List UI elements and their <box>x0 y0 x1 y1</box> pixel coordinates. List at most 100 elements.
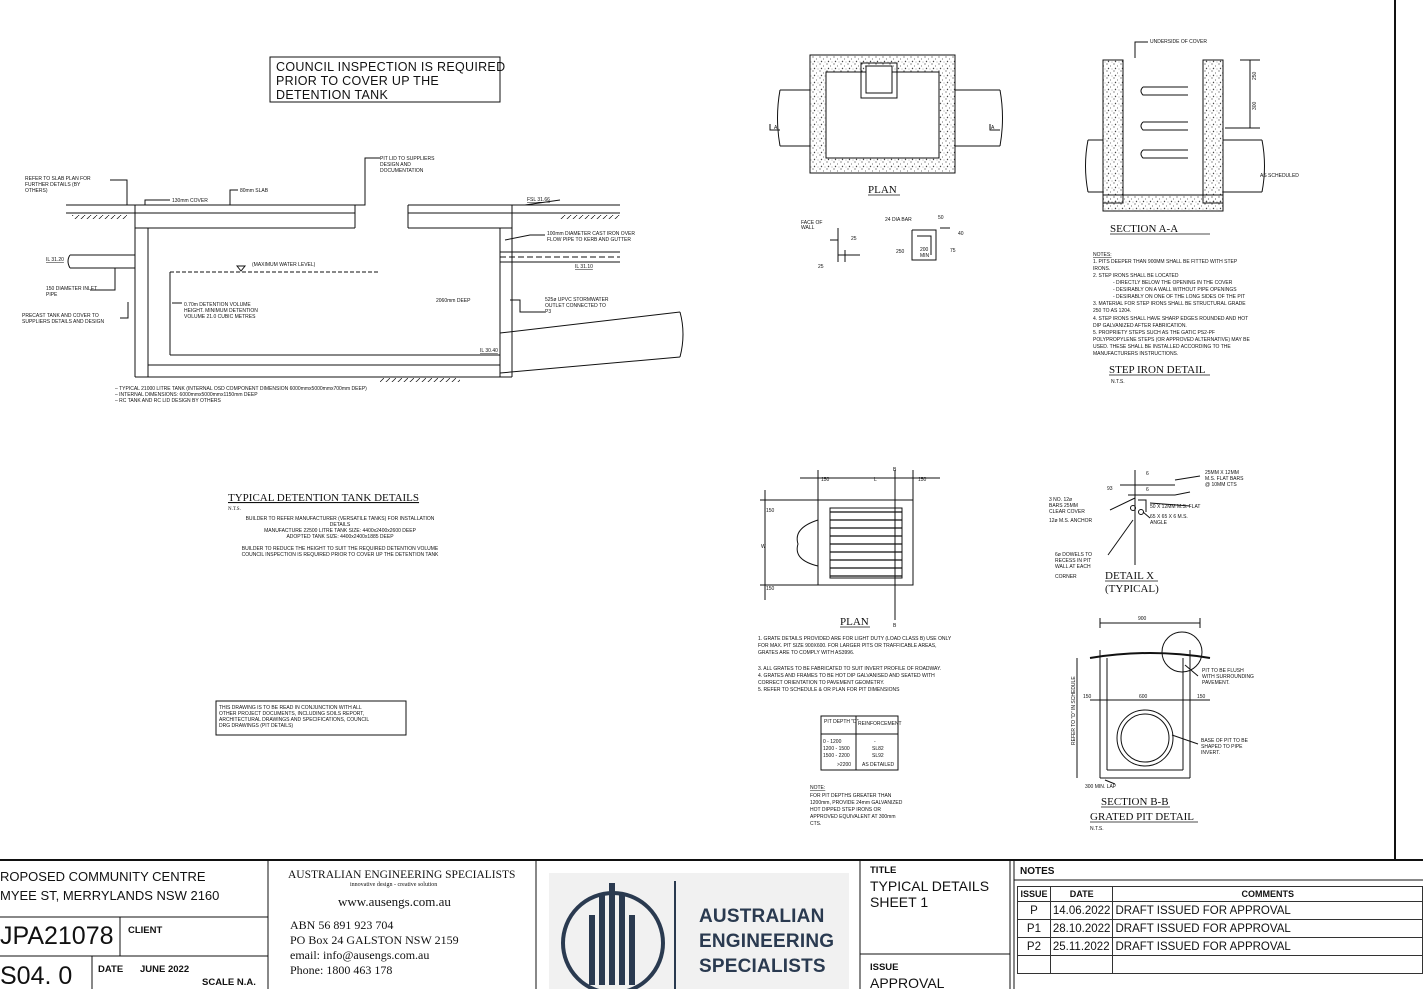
pit-note-heading: NOTE: <box>810 785 825 791</box>
table-row: P1 28.10.2022 DRAFT ISSUED FOR APPROVAL <box>1017 919 1423 938</box>
table-row-2-depth: 1200 - 1500 <box>823 746 850 752</box>
revision-comment: DRAFT ISSUED FOR APPROVAL <box>1112 937 1423 956</box>
pit-note-1: FOR PIT DEPTHS GREATER THAN <box>810 793 892 799</box>
slab-label: 80mm SLAB <box>240 188 269 194</box>
revision-header-row: ISSUE DATE COMMENTS <box>1017 886 1423 902</box>
step-note-5: - DESIRABLY ON A WALL WITHOUT PIPE OPENI… <box>1113 287 1237 293</box>
revision-table: ISSUE DATE COMMENTS P 14.06.2022 DRAFT I… <box>1017 886 1423 974</box>
section-bb: 900 150 600 150 REFER TO "D" IN SCHEDULE… <box>1071 616 1254 832</box>
dim-40: 40 <box>958 231 964 237</box>
firm-name: AUSTRALIAN ENGINEERING SPECIALISTS <box>288 869 516 881</box>
dia-bar-label: 24 DIA BAR <box>885 217 912 223</box>
dim-200: 200 <box>920 247 929 253</box>
step-note-12: POLYPROPYLENE STEPS (OR APPROVED ALTERNA… <box>1093 337 1250 343</box>
table-row-4-reinf: AS DETAILED <box>862 762 895 768</box>
table-header-reinf: REINFORCEMENT <box>858 721 902 727</box>
step-note-9: 4. STEP IRONS SHALL HAVE SHARP EDGES ROU… <box>1093 316 1248 322</box>
precast-2: SUPPLIERS DETAILS AND DESIGN <box>22 319 105 325</box>
issue-value: APPROVAL <box>870 975 945 991</box>
bb-dim-600: 600 <box>1139 694 1148 700</box>
title-line-2: SHEET 1 <box>870 894 929 910</box>
firm-abn: ABN 56 891 923 704 <box>290 918 394 932</box>
flat-bars-3: @ 10MM CTS <box>1205 482 1237 488</box>
revision-header-comments: COMMENTS <box>1112 886 1423 902</box>
step-iron-details: FACE OF WALL 24 DIA BAR 50 25 25 40 250 … <box>801 215 964 270</box>
aa-dim-250: 250 <box>1252 71 1258 80</box>
angle-2: ANGLE <box>1150 520 1168 526</box>
firm-phone: Phone: 1800 463 178 <box>290 963 393 977</box>
outlet-2: OUTLET CONNECTED TO <box>545 303 606 309</box>
step-note-7: 3. MATERIAL FOR STEP IRONS SHALL BE STRU… <box>1093 301 1246 307</box>
firm-website[interactable]: www.ausengs.com.au <box>338 894 451 909</box>
section-bb-nts: N.T.S. <box>1090 826 1104 832</box>
as-scheduled-label: AS SCHEDULED <box>1260 173 1299 179</box>
date-label: DATE <box>98 964 124 975</box>
revision-comment <box>1112 955 1423 974</box>
logo-word-3: SPECIALISTS <box>699 956 826 977</box>
bars-2: BARS 25MM <box>1049 503 1078 509</box>
grate-dim-150d: 150 <box>766 586 775 592</box>
read-note-box: THIS DRAWING IS TO BE READ IN CONJUNCTIO… <box>215 700 407 736</box>
read-note-3: ARCHITECTURAL DRAWINGS AND SPECIFICATION… <box>219 717 369 723</box>
pit-note-2: 1200mm, PROVIDE 24mm GALVANIZED <box>810 800 903 806</box>
revision-header-issue: ISSUE <box>1017 886 1051 902</box>
grate-plan-label: PLAN <box>840 616 869 628</box>
pit-lid-2: DESIGN AND <box>380 162 411 168</box>
grate-dim-w: W <box>761 544 766 550</box>
revision-header-date: DATE <box>1049 886 1114 902</box>
revision-comment: DRAFT ISSUED FOR APPROVAL <box>1112 901 1423 920</box>
revision-issue <box>1017 955 1051 974</box>
client-label: CLIENT <box>128 925 163 936</box>
td-line-3: MANUFACTURE 22500 LITRE TANK SIZE: 4400x… <box>264 528 416 534</box>
flat-label: 50 X 12MM M.S. FLAT <box>1150 504 1200 510</box>
td-line-2: DETAILS <box>330 522 351 528</box>
pit-depth-table: PIT DEPTH "D" REINFORCEMENT 0 - 1200 - 1… <box>820 715 902 771</box>
refer-slab-3: OTHERS) <box>25 188 48 194</box>
inspection-box: COUNCIL INSPECTION IS REQUIRED PRIOR TO … <box>269 56 505 103</box>
typical-detention-notes: TYPICAL DETENTION TANK DETAILS N.T.S. BU… <box>228 492 439 558</box>
typical-detention-nts: N.T.S. <box>228 507 241 512</box>
date-value: JUNE 2022 <box>140 964 190 975</box>
dim-250: 250 <box>896 249 905 255</box>
volume-3: VOLUME 21.0 CUBIC METRES <box>184 314 256 320</box>
section-bb-title: SECTION B-B <box>1101 796 1169 808</box>
section-aa-label: SECTION A-A <box>1110 223 1178 235</box>
step-note-8: 250 TO AS 1204. <box>1093 308 1131 314</box>
td-line-4: ADOPTED TANK SIZE: 4400x2400x1885 DEEP <box>286 534 394 540</box>
detail-x: 25MM X 12MM M.S. FLAT BARS @ 10MM CTS 3 … <box>1049 470 1244 595</box>
firm-po-box: PO Box 24 GALSTON NSW 2159 <box>290 933 459 947</box>
flush-1: PIT TO BE FLUSH <box>1202 668 1244 674</box>
firm-email[interactable]: email: info@ausengs.com.au <box>290 948 430 962</box>
pit-lid-3: DOCUMENTATION <box>380 168 424 174</box>
grate-dim-150a: 150 <box>821 477 830 483</box>
refer-slab-1: REFER TO SLAB PLAN FOR <box>25 176 91 182</box>
x-dim-6a: 6 <box>1146 471 1149 477</box>
step-note-6: - DESIRABLY ON ONE OF THE LONG SIDES OF … <box>1113 294 1245 300</box>
bb-dim-900: 900 <box>1138 616 1147 622</box>
title-label: TITLE <box>870 865 897 876</box>
flush-3: PAVEMENT. <box>1202 680 1230 686</box>
flat-bars-1: 25MM X 12MM <box>1205 470 1239 476</box>
step-note-2: IRONS. <box>1093 266 1110 272</box>
underside-label: UNDERSIDE OF COVER <box>1150 39 1207 45</box>
company-logo: AUSTRALIAN ENGINEERING SPECIALISTS <box>549 873 849 989</box>
step-note-4: - DIRECTLY BELOW THE OPENING IN THE COVE… <box>1113 280 1233 286</box>
inlet-1: 150 DIAMETER INLET <box>46 286 97 292</box>
table-row: P2 25.11.2022 DRAFT ISSUED FOR APPROVAL <box>1017 937 1423 956</box>
table-header-depth: PIT DEPTH "D" <box>824 719 859 725</box>
td-line-6: COUNCIL INSPECTION IS REQUIRED PRIOR TO … <box>242 552 439 558</box>
step-iron-notes: NOTES: 1. PITS DEEPER THAN 900MM SHALL B… <box>1093 252 1250 385</box>
base-2: SHAPED TO PIPE <box>1201 744 1243 750</box>
angle-1: 65 X 65 X 6 M.S. <box>1150 514 1188 520</box>
precast-1: PRECAST TANK AND COVER TO <box>22 313 99 319</box>
aa-dim-300: 300 <box>1252 101 1258 110</box>
dim-25a: 25 <box>851 236 857 242</box>
job-number: JPA21078 <box>0 922 114 950</box>
il-bottom-label: IL 30.40 <box>480 348 498 354</box>
bb-dim-150a: 150 <box>1083 694 1092 700</box>
grate-dim-150b: 150 <box>918 477 927 483</box>
detail-x-subtitle: (TYPICAL) <box>1105 583 1159 595</box>
table-row-4-depth: >2200 <box>837 762 851 768</box>
pit-note-5: CTS. <box>810 821 821 827</box>
typical-detention-title: TYPICAL DETENTION TANK DETAILS <box>228 492 419 504</box>
